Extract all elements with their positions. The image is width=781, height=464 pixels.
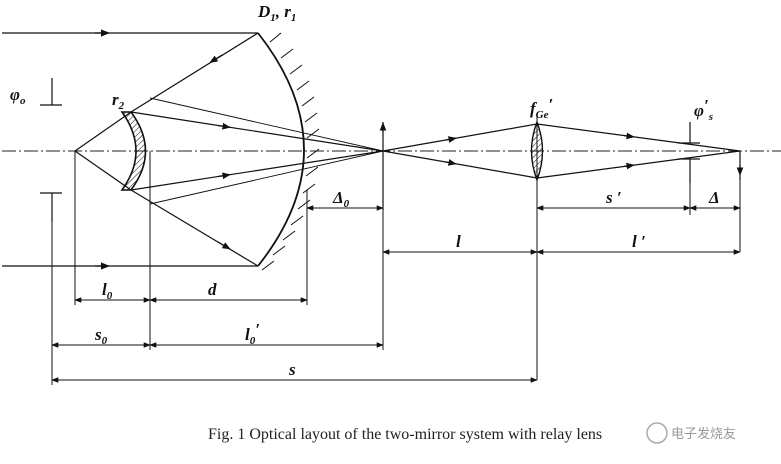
primary-mirror-hatching	[261, 32, 320, 271]
label-l: l	[456, 232, 461, 251]
secondary-mirror	[120, 111, 147, 191]
label-d1-r1: D1, r1	[257, 2, 296, 24]
label-phi-s: φ′s	[694, 96, 713, 123]
label-delta0: Δ0	[332, 188, 350, 210]
label-s-prime: s ′	[605, 188, 622, 207]
label-s0: s0	[94, 325, 108, 347]
label-l0-prime: l0′	[245, 320, 260, 347]
extension-lines	[51, 151, 741, 385]
label-s: s	[288, 360, 296, 379]
field-marker	[40, 78, 62, 222]
watermark: 电子发烧友	[646, 422, 736, 444]
label-l0: l0	[102, 280, 113, 302]
label-l-prime: l ′	[632, 232, 646, 251]
label-f-ge: fGe′	[530, 95, 553, 121]
label-delta: Δ	[708, 188, 720, 207]
figure-caption: Fig. 1 Optical layout of the two-mirror …	[208, 426, 602, 443]
svg-text:电子发烧友: 电子发烧友	[671, 426, 736, 442]
primary-mirror	[257, 32, 305, 267]
aperture-stop	[678, 122, 700, 183]
label-phi-o: φo	[10, 85, 26, 107]
label-r2: r2	[112, 90, 125, 112]
label-d: d	[208, 280, 217, 299]
watermark-logo-icon	[646, 422, 668, 444]
